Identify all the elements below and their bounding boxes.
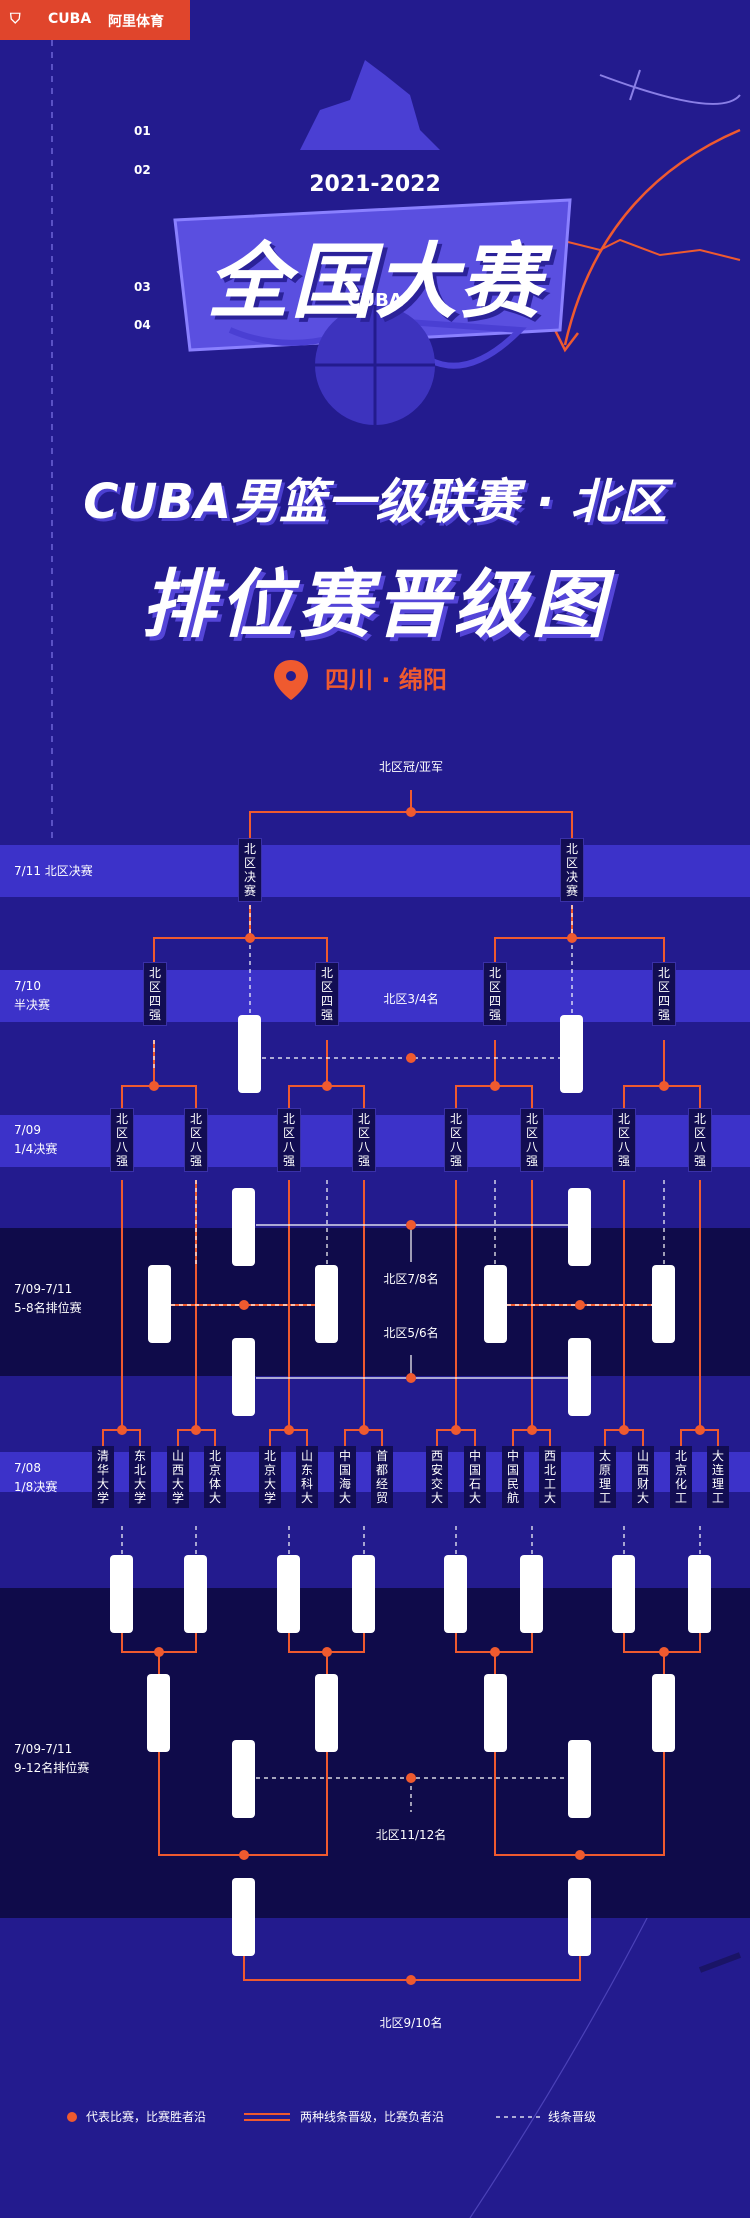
band-final	[0, 845, 750, 897]
logo-sub: CUBA	[347, 290, 403, 311]
result-slot	[315, 1674, 338, 1752]
result-slot	[232, 1188, 255, 1266]
result-slot	[110, 1555, 133, 1633]
round-final-label: 7/11 北区决赛	[14, 864, 93, 878]
result-slot	[484, 1265, 507, 1343]
team-name: 山西大学	[167, 1446, 189, 1508]
result-slot	[315, 1265, 338, 1343]
result-slot	[277, 1555, 300, 1633]
team-name: 中国海大	[334, 1446, 356, 1508]
team-name: 山西财大	[632, 1446, 654, 1508]
team-name: 中国石大	[464, 1446, 486, 1508]
team-name: 首都经贸	[371, 1446, 393, 1508]
side-number: 04	[134, 318, 151, 332]
quarter-team: 北区八强	[612, 1108, 636, 1172]
result-slot	[484, 1674, 507, 1752]
result-slot	[568, 1740, 591, 1818]
side-number: 02	[134, 163, 151, 177]
title-line2: 排位赛晋级图	[141, 562, 609, 648]
third-place-label: 北区3/4名	[383, 992, 439, 1006]
brand-tag: ⛉ CUBA 阿里体育	[0, 0, 190, 40]
result-slot	[652, 1265, 675, 1343]
result-slot	[238, 1015, 261, 1093]
result-slot	[520, 1555, 543, 1633]
title-line1: CUBA男篮一级联赛 · 北区	[83, 474, 667, 530]
team-name: 山东科大	[296, 1446, 318, 1508]
team-name: 西北工大	[539, 1446, 561, 1508]
cuba-logo-icon: ⛉	[10, 11, 21, 27]
team-name: 北京体大	[204, 1446, 226, 1508]
semi-team: 北区四强	[483, 962, 507, 1026]
ninth-place-label: 北区9/10名	[379, 2016, 443, 2030]
tournament-logo	[173, 60, 572, 425]
brand-ali: 阿里体育	[108, 14, 164, 30]
result-slot	[232, 1740, 255, 1818]
result-slot	[232, 1878, 255, 1956]
result-slot	[184, 1555, 207, 1633]
eleventh-place-label: 北区11/12名	[375, 1828, 447, 1842]
result-slot	[688, 1555, 711, 1633]
team-name: 清华大学	[92, 1446, 114, 1508]
location-pin-icon	[274, 660, 308, 700]
band-semi	[0, 970, 750, 1022]
team-name: 西安交大	[426, 1446, 448, 1508]
result-slot	[444, 1555, 467, 1633]
result-slot	[568, 1188, 591, 1266]
result-slot	[652, 1674, 675, 1752]
semi-team: 北区四强	[315, 962, 339, 1026]
quarter-team: 北区八强	[444, 1108, 468, 1172]
fifth-place-label: 北区5/6名	[383, 1326, 439, 1340]
quarter-team: 北区八强	[688, 1108, 712, 1172]
semi-team: 北区四强	[143, 962, 167, 1026]
team-name: 太原理工	[594, 1446, 616, 1508]
logo-main: 全国大赛	[207, 235, 543, 330]
team-name: 大连理工	[707, 1446, 729, 1508]
team-name: 东北大学	[129, 1446, 151, 1508]
result-slot	[148, 1265, 171, 1343]
team-name: 北京化工	[670, 1446, 692, 1508]
result-slot	[560, 1015, 583, 1093]
team-name: 中国民航	[502, 1446, 524, 1508]
quarter-team: 北区八强	[520, 1108, 544, 1172]
legend-dashed-text: 线条晋级	[548, 2110, 597, 2124]
team-name: 北京大学	[259, 1446, 281, 1508]
legend-dot-text: 代表比赛，比赛胜者沿	[86, 2110, 207, 2124]
seventh-place-label: 北区7/8名	[383, 1272, 439, 1286]
quarter-team: 北区八强	[184, 1108, 208, 1172]
final-team-right: 北区决赛	[560, 838, 584, 902]
semi-team: 北区四强	[652, 962, 676, 1026]
brand-cuba: CUBA	[48, 11, 92, 27]
result-slot	[232, 1338, 255, 1416]
legend-solid-text: 两种线条晋级，比赛负者沿	[300, 2110, 445, 2124]
quarter-team: 北区八强	[110, 1108, 134, 1172]
side-number: 03	[134, 280, 151, 294]
quarter-team: 北区八强	[277, 1108, 301, 1172]
location-text: 四川 · 绵阳	[325, 666, 447, 694]
quarter-team: 北区八强	[352, 1108, 376, 1172]
side-number: 01	[134, 124, 151, 138]
result-slot	[147, 1674, 170, 1752]
result-slot	[568, 1338, 591, 1416]
result-slot	[352, 1555, 375, 1633]
result-slot	[612, 1555, 635, 1633]
champion-label: 北区冠/亚军	[378, 760, 444, 774]
result-slot	[568, 1878, 591, 1956]
logo-years: 2021-2022	[309, 172, 441, 197]
final-team-left: 北区决赛	[238, 838, 262, 902]
